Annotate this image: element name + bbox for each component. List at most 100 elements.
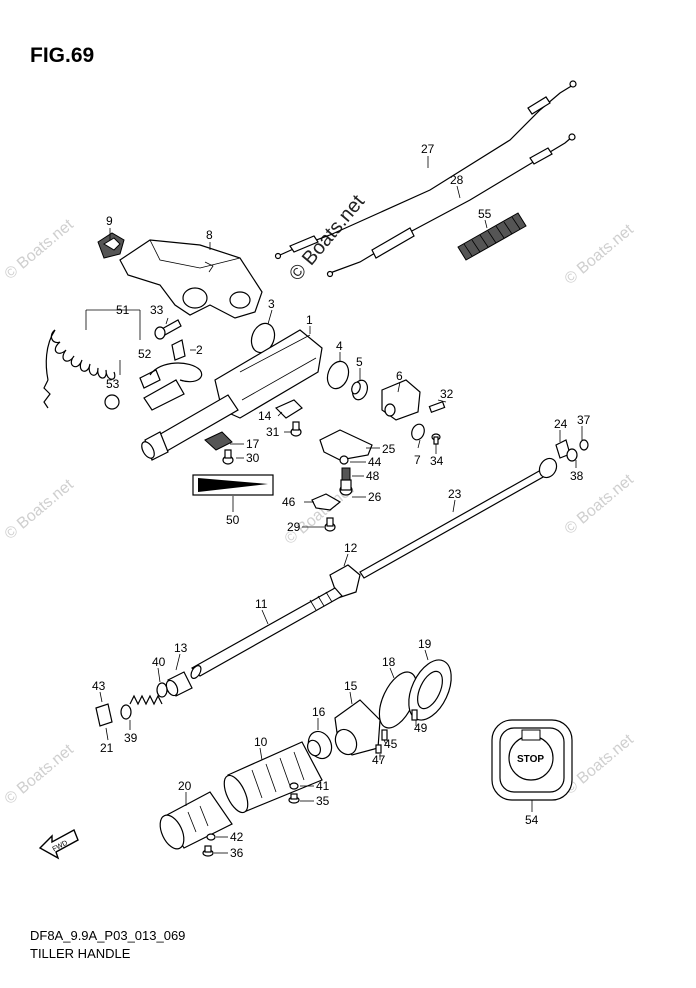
part-labels: 9 8 27 28 55 3 1 4 5 6 32 7 34 2 33 51 5… (92, 142, 591, 860)
label-8: 8 (206, 228, 213, 242)
label-29: 29 (287, 520, 301, 534)
screw-45 (381, 729, 388, 741)
ring-4 (326, 360, 350, 390)
label-2: 2 (196, 343, 203, 357)
bushing-5 (351, 379, 369, 401)
cable-28 (326, 133, 576, 278)
label-10: 10 (254, 735, 268, 749)
washer-42 (206, 833, 216, 841)
screw-32 (428, 401, 446, 413)
bolt-33 (154, 319, 182, 340)
label-17: 17 (246, 437, 260, 451)
cap-15 (334, 699, 381, 756)
clip-2 (171, 339, 186, 361)
spring-43 (129, 694, 163, 706)
drawing-code: DF8A_9.9A_P03_013_069 (30, 928, 186, 943)
leader-lines (85, 156, 583, 854)
grip-10 (223, 741, 323, 814)
screw-48 (341, 467, 351, 481)
label-19: 19 (418, 637, 432, 651)
stop-decal-54: STOP (491, 719, 573, 801)
pin-21 (95, 703, 113, 727)
plate-46 (311, 493, 342, 511)
watermark-main: © Boats.net (285, 190, 369, 285)
watermark: © Boats.net (562, 731, 638, 798)
bracket-14 (274, 399, 303, 419)
ring-39 (120, 704, 132, 720)
cable-27 (274, 80, 577, 260)
screw-34 (431, 433, 441, 445)
label-13: 13 (174, 641, 188, 655)
label-15: 15 (344, 679, 358, 693)
label-48: 48 (366, 469, 380, 483)
label-7: 7 (414, 453, 421, 467)
nut-44 (339, 455, 349, 465)
watermark: © Boats.net (562, 221, 638, 288)
label-38: 38 (570, 469, 584, 483)
label-50: 50 (226, 513, 240, 527)
washer-41 (289, 782, 299, 790)
label-40: 40 (152, 655, 166, 669)
spiral-tube-55 (457, 212, 527, 261)
o-ring-40 (156, 682, 168, 698)
decal-50 (192, 474, 274, 496)
shaft-23 (359, 457, 558, 579)
watermark: © Boats.net (2, 476, 78, 543)
screw-30 (222, 449, 234, 465)
label-37: 37 (577, 413, 591, 427)
label-12: 12 (344, 541, 358, 555)
label-11: 11 (255, 597, 268, 611)
label-54: 54 (525, 813, 539, 827)
label-34: 34 (430, 454, 444, 468)
screw-31 (290, 421, 302, 437)
drawing-name: TILLER HANDLE (30, 946, 131, 961)
label-35: 35 (316, 794, 330, 808)
label-9: 9 (106, 214, 113, 228)
label-16: 16 (312, 705, 326, 719)
tiller-body-1 (141, 329, 323, 461)
label-24: 24 (554, 417, 568, 431)
label-36: 36 (230, 846, 244, 860)
screw-36 (202, 845, 214, 857)
label-4: 4 (336, 339, 343, 353)
watermark: © Boats.net (2, 216, 78, 283)
label-18: 18 (382, 655, 396, 669)
label-33: 33 (150, 303, 164, 317)
stop-label: STOP (517, 754, 544, 765)
watermark: © Boats.net (2, 741, 78, 808)
grommet-9 (97, 232, 125, 259)
label-47: 47 (372, 753, 386, 767)
plate-25 (319, 429, 373, 461)
label-26: 26 (368, 490, 382, 504)
bracket-8 (119, 239, 263, 319)
washer-7 (411, 423, 425, 441)
label-23: 23 (448, 487, 462, 501)
label-21: 21 (100, 741, 114, 755)
label-32: 32 (440, 387, 454, 401)
label-39: 39 (124, 731, 138, 745)
label-14: 14 (258, 409, 272, 423)
label-44: 44 (368, 455, 382, 469)
friction-plate-19 (408, 659, 452, 721)
label-45: 45 (384, 737, 398, 751)
label-3: 3 (268, 297, 275, 311)
label-41: 41 (316, 779, 330, 793)
lanyard-51 (43, 329, 203, 411)
label-55: 55 (478, 207, 492, 221)
label-27: 27 (421, 142, 435, 156)
screw-49 (411, 709, 418, 721)
screw-47 (375, 744, 382, 754)
fwd-arrow-icon: FWD (38, 829, 79, 860)
label-30: 30 (246, 451, 260, 465)
label-52: 52 (138, 347, 152, 361)
label-5: 5 (356, 355, 363, 369)
label-6: 6 (396, 369, 403, 383)
label-20: 20 (178, 779, 192, 793)
label-43: 43 (92, 679, 106, 693)
shaft-11 (190, 587, 343, 679)
label-28: 28 (450, 173, 464, 187)
nut-37 (579, 439, 589, 451)
label-42: 42 (230, 830, 244, 844)
label-1: 1 (306, 313, 313, 327)
